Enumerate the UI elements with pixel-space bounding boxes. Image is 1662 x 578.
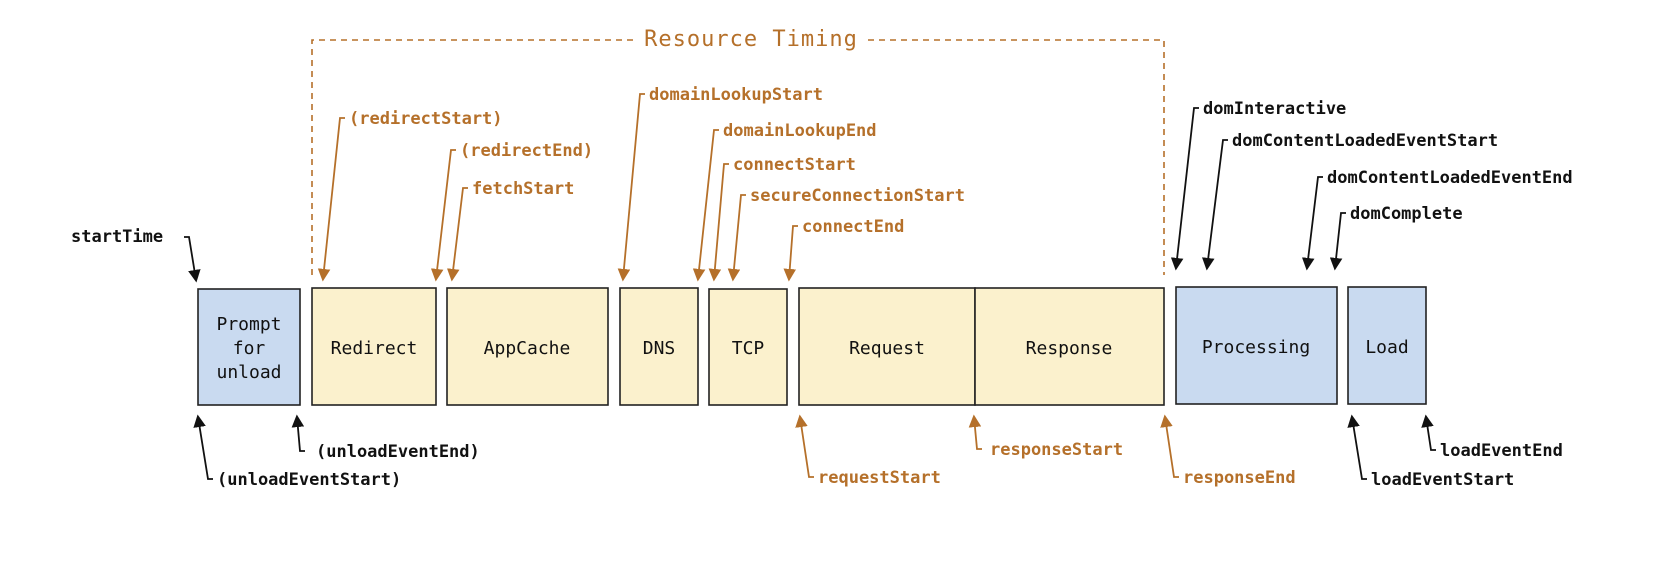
marker-loadeventstart: loadEventStart bbox=[1371, 470, 1514, 490]
marker-responsestart-arrow bbox=[968, 414, 982, 450]
marker-domainlookupend-arrow bbox=[692, 129, 719, 282]
marker-responsestart: responseStart bbox=[990, 440, 1123, 460]
response-box bbox=[974, 287, 1165, 406]
appcache-label: AppCache bbox=[484, 338, 571, 359]
marker-domcomplete-arrow bbox=[1329, 212, 1346, 271]
marker-redirectstart: (redirectStart) bbox=[349, 109, 503, 129]
marker-redirectend: (redirectEnd) bbox=[460, 141, 593, 161]
response-label: Response bbox=[1026, 338, 1113, 359]
marker-unloadeventstart-arrow bbox=[193, 414, 213, 480]
redirect-label: Redirect bbox=[331, 338, 418, 359]
marker-secureconnectionstart: secureConnectionStart bbox=[750, 186, 965, 206]
load-label: Load bbox=[1365, 337, 1408, 358]
top-markers: startTime (redirectStart) (redirectEnd) … bbox=[71, 85, 1573, 283]
marker-domcontentloadedeventstart-arrow bbox=[1201, 139, 1228, 271]
marker-loadeventend-arrow bbox=[1421, 414, 1436, 451]
marker-responseend-arrow bbox=[1160, 414, 1179, 478]
marker-domcontentloadedeventend-arrow bbox=[1301, 176, 1323, 271]
processing-box bbox=[1175, 286, 1338, 405]
resource-timing-title: Resource Timing bbox=[644, 27, 858, 52]
marker-redirectend-arrow bbox=[430, 149, 456, 282]
marker-loadeventend: loadEventEnd bbox=[1440, 441, 1563, 461]
marker-dominteractive-arrow bbox=[1170, 107, 1199, 271]
marker-fetchstart-arrow bbox=[446, 187, 468, 282]
dns-label: DNS bbox=[643, 338, 676, 359]
marker-fetchstart: fetchStart bbox=[472, 179, 574, 199]
marker-connectstart: connectStart bbox=[733, 155, 856, 175]
marker-unloadeventend-arrow bbox=[291, 414, 305, 452]
marker-domcomplete: domComplete bbox=[1350, 204, 1463, 224]
appcache-box bbox=[446, 287, 609, 406]
request-label: Request bbox=[849, 338, 925, 359]
marker-loadeventstart-arrow bbox=[1347, 414, 1367, 480]
marker-redirectstart-arrow bbox=[317, 117, 345, 282]
prompt-unload-label-2: for bbox=[233, 338, 266, 359]
marker-connectend: connectEnd bbox=[802, 217, 904, 237]
request-box bbox=[798, 287, 976, 406]
marker-dominteractive: domInteractive bbox=[1203, 99, 1346, 119]
dns-box bbox=[619, 287, 699, 406]
marker-domcontentloadedeventend: domContentLoadedEventEnd bbox=[1327, 168, 1573, 188]
marker-domainlookupstart: domainLookupStart bbox=[649, 85, 823, 105]
marker-connectend-arrow bbox=[783, 225, 798, 282]
marker-domainlookupend: domainLookupEnd bbox=[723, 121, 877, 141]
marker-unloadeventstart: (unloadEventStart) bbox=[217, 470, 401, 490]
tcp-label: TCP bbox=[732, 338, 765, 359]
resource-timing-bracket: Resource Timing bbox=[311, 27, 1165, 275]
marker-secureconnectionstart-arrow bbox=[727, 194, 746, 282]
redirect-box bbox=[311, 287, 437, 406]
load-box bbox=[1347, 286, 1427, 405]
marker-responseend: responseEnd bbox=[1183, 468, 1296, 488]
prompt-unload-label-3: unload bbox=[216, 362, 281, 383]
marker-starttime-arrow bbox=[184, 236, 201, 283]
marker-connectstart-arrow bbox=[708, 163, 729, 282]
marker-requeststart: requestStart bbox=[818, 468, 941, 488]
prompt-unload-label-1: Prompt bbox=[216, 314, 281, 335]
marker-unloadeventend: (unloadEventEnd) bbox=[316, 442, 480, 462]
tcp-box bbox=[708, 288, 788, 406]
phase-boxes: Prompt for unload Redirect AppCache DNS … bbox=[197, 286, 1427, 406]
prompt-unload-box bbox=[197, 288, 301, 406]
processing-label: Processing bbox=[1202, 337, 1310, 358]
marker-requeststart-arrow bbox=[795, 414, 814, 478]
bottom-markers: (unloadEventStart) (unloadEventEnd) requ… bbox=[193, 414, 1563, 490]
marker-domcontentloadedeventstart: domContentLoadedEventStart bbox=[1232, 131, 1498, 151]
marker-starttime: startTime bbox=[71, 227, 163, 247]
marker-domainlookupstart-arrow bbox=[617, 93, 645, 282]
